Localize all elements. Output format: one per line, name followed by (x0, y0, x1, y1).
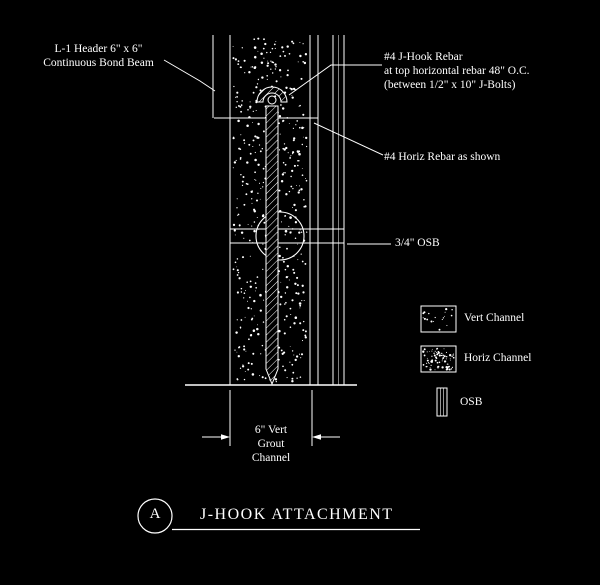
header-annotation: L-1 Header 6" x 6" Continuous Bond Beam (16, 42, 181, 70)
wall-section-lines (185, 35, 357, 386)
detail-title: J-HOOK ATTACHMENT (200, 506, 394, 523)
horiz-rebar-annotation: #4 Horiz Rebar as shown (384, 151, 501, 163)
dim-arrow-left (221, 434, 230, 440)
osb-annotation: 3/4" OSB (395, 237, 440, 249)
legend-swatch-vert-channel (420, 305, 457, 333)
header-annotation-line1: L-1 Header 6" x 6" (54, 43, 143, 55)
j-hook-bend (256, 86, 288, 103)
detail-bubble-circle (137, 498, 173, 534)
j-bolt (265, 105, 279, 386)
jhook-annotation-line2: at top horizontal rebar 48" O.C. (384, 65, 530, 77)
horiz-channel-section (230, 211, 344, 261)
horiz-rebar-leader-line (313, 122, 384, 156)
legend-label-osb: OSB (460, 396, 483, 408)
legend-swatches (420, 305, 457, 417)
leader-lines (163, 59, 391, 245)
header-leader-line (163, 59, 216, 92)
dimension-line2: Grout (257, 438, 285, 450)
horiz-rebar-circle (255, 211, 305, 261)
dim-arrow-right (312, 434, 321, 440)
jhook-annotation-line3: (between 1/2" x 10" J-Bolts) (384, 79, 516, 91)
jhook-annotation-line1: #4 J-Hook Rebar (384, 51, 463, 63)
dimension-text: 6" Vert Grout Channel (231, 423, 311, 465)
jhook-annotation: #4 J-Hook Rebar at top horizontal rebar … (384, 50, 530, 92)
dimension-line1: 6" Vert (254, 424, 288, 436)
title-block-lines (137, 498, 420, 534)
legend-swatch-horiz-channel (420, 345, 457, 373)
legend-label-vert-channel: Vert Channel (464, 312, 525, 324)
legend-label-horiz-channel: Horiz Channel (464, 352, 532, 364)
jhook-leader-line (288, 64, 382, 96)
j-hook (256, 86, 288, 105)
dimension-line3: Channel (251, 452, 291, 464)
dimension-group (202, 390, 340, 446)
detail-letter: A (149, 506, 161, 522)
legend-swatch-osb (436, 387, 448, 417)
j-bolt-hatched-shaft (265, 105, 279, 386)
top-horiz-rebar-dot (267, 95, 277, 105)
header-annotation-line2: Continuous Bond Beam (43, 57, 154, 69)
